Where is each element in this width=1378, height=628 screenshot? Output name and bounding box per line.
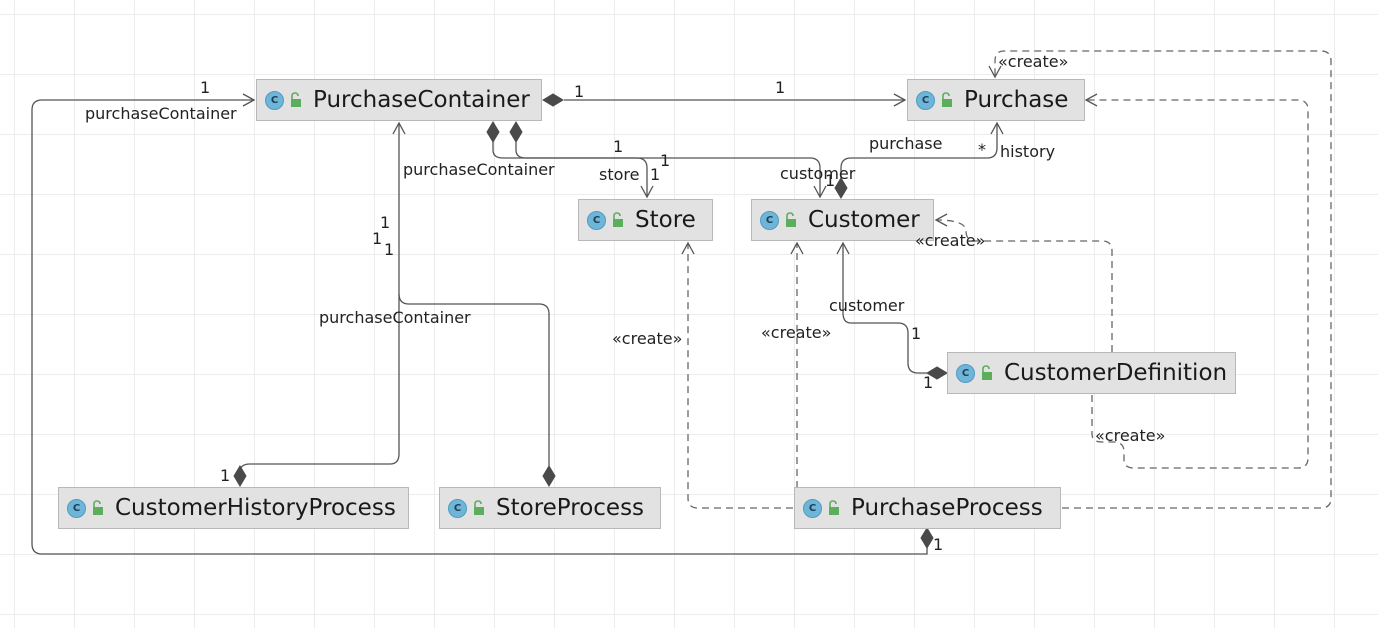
lock-open-icon <box>613 212 623 227</box>
role-label: purchase <box>869 134 943 153</box>
multiplicity-label: 1 <box>825 171 836 190</box>
multiplicity-label: 1 <box>574 82 585 101</box>
class-name: Purchase <box>964 87 1069 113</box>
class-customer[interactable]: C Customer <box>751 199 934 241</box>
edge-customer-purchase <box>840 121 1004 178</box>
class-name: Customer <box>808 207 920 233</box>
multiplicity-label: 1 <box>660 151 671 170</box>
lock-open-icon <box>942 92 952 107</box>
class-purchaseprocess[interactable]: C PurchaseProcess <box>794 487 1061 529</box>
edge-chp-purchasecontainer <box>239 121 406 476</box>
class-icon: C <box>587 210 606 230</box>
edge-purchasecontainer-customer <box>515 142 827 199</box>
multiplicity-label: 1 <box>380 213 391 232</box>
dep-purchaseprocess-purchase <box>988 50 1332 509</box>
class-name: CustomerDefinition <box>1004 360 1228 386</box>
role-label: customer <box>780 164 856 183</box>
multiplicity-label: 1 <box>220 466 231 485</box>
class-name: CustomerHistoryProcess <box>115 495 396 521</box>
class-icon: C <box>265 90 284 110</box>
stereotype-label: «create» <box>1095 426 1166 445</box>
dep-cd-customer <box>934 213 1113 352</box>
diamond-pc-store <box>486 121 500 143</box>
multiplicity-label: 1 <box>372 229 383 248</box>
stereotype-label: «create» <box>612 329 683 348</box>
class-icon: C <box>916 90 935 110</box>
multiplicity-label: 1 <box>775 78 786 97</box>
class-icon: C <box>956 363 975 383</box>
dep-purchaseprocess-store <box>681 241 793 509</box>
class-icon: C <box>67 498 86 518</box>
multiplicity-label: 1 <box>933 535 944 554</box>
class-customerdefinition[interactable]: C CustomerDefinition <box>947 352 1236 394</box>
lock-open-icon <box>93 500 103 515</box>
class-storeprocess[interactable]: C StoreProcess <box>439 487 661 529</box>
multiplicity-label: 1 <box>200 78 211 97</box>
role-label: store <box>599 165 640 184</box>
lock-open-icon <box>982 365 992 380</box>
lock-open-icon <box>474 500 484 515</box>
multiplicity-label: 1 <box>923 373 934 392</box>
edge-storeprocess-purchasecontainer <box>398 293 550 466</box>
dep-cd-purchase <box>1084 93 1309 469</box>
multiplicity-label: 1 <box>911 324 922 343</box>
lock-open-icon <box>291 92 301 107</box>
multiplicity-label: 1 <box>613 137 624 156</box>
role-label: customer <box>829 296 905 315</box>
class-name: PurchaseContainer <box>313 87 530 113</box>
lock-open-icon <box>829 500 839 515</box>
stereotype-label: «create» <box>915 231 986 250</box>
role-label: purchaseContainer <box>403 160 555 179</box>
multiplicity-label: 1 <box>650 165 661 184</box>
diamond-purchaseprocess <box>920 527 934 549</box>
stereotype-label: «create» <box>761 323 832 342</box>
class-purchase[interactable]: C Purchase <box>907 79 1085 121</box>
diamond-chp <box>233 465 247 487</box>
diamond-pc-customer <box>509 121 523 143</box>
multiplicity-label: 1 <box>384 240 395 259</box>
class-store[interactable]: C Store <box>578 199 713 241</box>
role-label: purchaseContainer <box>85 104 237 123</box>
role-label: history <box>1000 142 1056 161</box>
class-name: Store <box>635 207 696 233</box>
diamond-customer-history <box>834 177 848 199</box>
edge-purchaseprocess-purchasecontainer <box>31 93 928 555</box>
diamond-pc-purchase <box>542 93 564 107</box>
class-name: PurchaseProcess <box>851 495 1043 521</box>
class-icon: C <box>448 498 467 518</box>
edge-cd-customer <box>836 241 927 374</box>
class-customerhistoryprocess[interactable]: C CustomerHistoryProcess <box>58 487 409 529</box>
diamond-storeprocess <box>542 465 556 487</box>
class-icon: C <box>760 210 779 230</box>
multiplicity-label: * <box>978 140 986 159</box>
lock-open-icon <box>786 212 796 227</box>
stereotype-label: «create» <box>998 52 1069 71</box>
role-label: purchaseContainer <box>319 308 471 327</box>
class-purchasecontainer[interactable]: C PurchaseContainer <box>256 79 542 121</box>
class-name: StoreProcess <box>496 495 645 521</box>
class-icon: C <box>803 498 822 518</box>
